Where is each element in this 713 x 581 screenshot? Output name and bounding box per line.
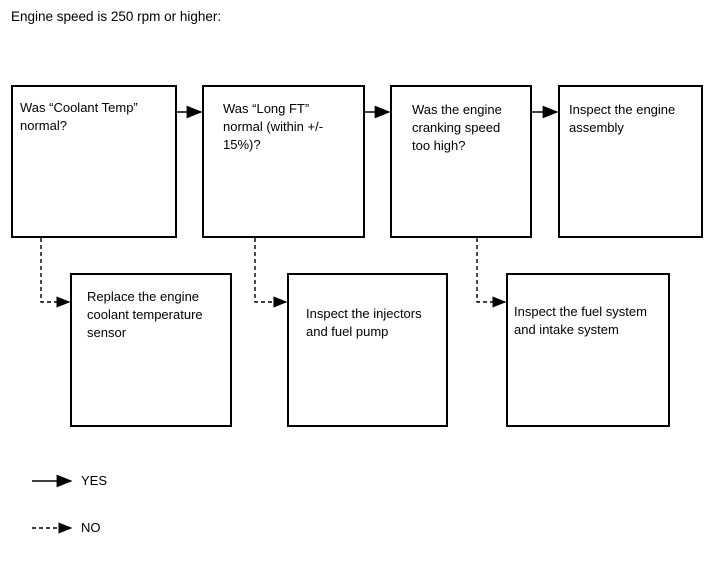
flow-box-label: Was “Coolant Temp” normal? bbox=[20, 100, 138, 133]
no-connector-3 bbox=[476, 238, 507, 308]
flow-box-replace-coolant-sensor: Replace the engine coolant temperature s… bbox=[70, 273, 232, 427]
flow-box-cranking-speed-question: Was the engine cranking speed too high? bbox=[390, 85, 532, 238]
legend-no-label: NO bbox=[81, 520, 101, 535]
flow-box-inspect-engine-assembly: Inspect the engine assembly bbox=[558, 85, 703, 238]
no-connector-2 bbox=[254, 238, 288, 308]
flow-box-long-ft-question: Was “Long FT” normal (within +/- 15%)? bbox=[202, 85, 365, 238]
flow-box-label: Inspect the fuel system and intake syste… bbox=[514, 304, 647, 337]
flow-box-label: Replace the engine coolant temperature s… bbox=[87, 289, 203, 340]
flow-box-label: Was “Long FT” normal (within +/- 15%)? bbox=[223, 101, 324, 152]
legend-yes-label: YES bbox=[81, 473, 108, 488]
flow-box-label: Was the engine cranking speed too high? bbox=[412, 102, 502, 153]
flow-box-label: Inspect the injectors and fuel pump bbox=[306, 306, 422, 339]
flow-box-inspect-fuel-intake-system: Inspect the fuel system and intake syste… bbox=[506, 273, 670, 427]
flow-box-inspect-injectors-fuel-pump: Inspect the injectors and fuel pump bbox=[287, 273, 448, 427]
page-title: Engine speed is 250 rpm or higher: bbox=[11, 9, 222, 24]
no-connector-1 bbox=[40, 238, 71, 308]
flow-box-label: Inspect the engine assembly bbox=[569, 102, 676, 135]
flow-box-coolant-temp-question: Was “Coolant Temp” normal? bbox=[11, 85, 177, 238]
